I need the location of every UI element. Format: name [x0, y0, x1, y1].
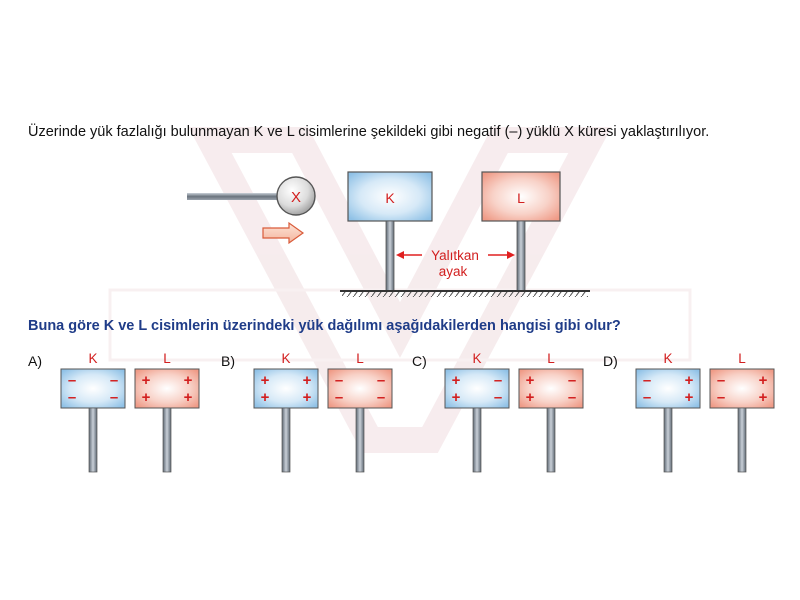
charge-sign: – — [377, 389, 385, 406]
option-plate-k-label: K — [472, 351, 481, 366]
option-d[interactable]: D)K–+–+L–+–+ — [603, 351, 775, 473]
option-plate-k-label: K — [88, 351, 97, 366]
insulator-label-line1: Yalıtkan — [431, 248, 479, 263]
charge-sign: – — [568, 372, 576, 389]
option-plate-k-label: K — [281, 351, 290, 366]
option-plate-l-label: L — [163, 351, 171, 366]
charge-sign: – — [110, 389, 118, 406]
option-plate-l-label: L — [547, 351, 555, 366]
sphere-label: X — [291, 189, 301, 206]
sphere-rod — [187, 193, 279, 200]
option-letter: D) — [603, 353, 618, 369]
option-plate-l — [518, 368, 584, 409]
option-plate-l-label: L — [356, 351, 364, 366]
answer-options: A)K––––L++++B)K++++L––––C)K+–+–L+–+–D)K–… — [28, 351, 775, 473]
charge-sign: – — [568, 389, 576, 406]
charge-sign: + — [261, 372, 270, 389]
charge-sign: + — [303, 372, 312, 389]
charge-sign: – — [377, 372, 385, 389]
option-pole-k — [281, 407, 291, 473]
charge-sign: + — [759, 372, 768, 389]
charge-sign: – — [68, 389, 76, 406]
insulator-arrowhead-right-icon — [507, 251, 515, 259]
option-pole-l — [355, 407, 365, 473]
charge-sign: – — [494, 372, 502, 389]
main-diagram: X K L Yalıtkan ayak — [187, 171, 590, 297]
option-pole-l — [162, 407, 172, 473]
charge-sign: – — [643, 389, 651, 406]
charge-sign: + — [685, 389, 694, 406]
option-pole-k — [663, 407, 673, 473]
option-b[interactable]: B)K++++L–––– — [221, 351, 393, 473]
option-plate-l — [709, 368, 775, 409]
option-pole-k — [88, 407, 98, 473]
charge-sign: – — [68, 372, 76, 389]
pole-l — [516, 220, 526, 292]
charge-sign: – — [494, 389, 502, 406]
charge-sign: – — [335, 389, 343, 406]
option-pole-l — [546, 407, 556, 473]
insulator-label-line2: ayak — [439, 264, 468, 279]
plate-k-label: K — [385, 190, 395, 206]
plate-l — [481, 171, 561, 222]
sphere-x — [276, 176, 316, 216]
charge-sign: – — [643, 372, 651, 389]
option-pole-k — [472, 407, 482, 473]
question-text: Üzerinde yük fazlalığı bulunmayan K ve L… — [28, 124, 710, 140]
option-plate-k-label: K — [663, 351, 672, 366]
option-a[interactable]: A)K––––L++++ — [28, 351, 200, 473]
charge-sign: + — [142, 372, 151, 389]
option-pole-l — [737, 407, 747, 473]
option-letter: B) — [221, 353, 235, 369]
charge-sign: + — [759, 389, 768, 406]
option-c[interactable]: C)K+–+–L+–+– — [412, 351, 584, 473]
plate-l-label: L — [517, 190, 525, 206]
charge-sign: + — [303, 389, 312, 406]
charge-sign: – — [110, 372, 118, 389]
ground-hatch — [342, 291, 588, 297]
option-letter: A) — [28, 353, 42, 369]
charge-sign: + — [261, 389, 270, 406]
charge-sign: + — [184, 389, 193, 406]
charge-sign: + — [142, 389, 151, 406]
insulator-arrowhead-left-icon — [396, 251, 404, 259]
option-plate-l-label: L — [738, 351, 746, 366]
charge-sign: + — [452, 372, 461, 389]
option-plate-k — [60, 368, 126, 409]
charge-sign: + — [452, 389, 461, 406]
option-plate-k — [444, 368, 510, 409]
charge-sign: + — [685, 372, 694, 389]
charge-sign: – — [717, 389, 725, 406]
option-letter: C) — [412, 353, 427, 369]
charge-sign: + — [526, 372, 535, 389]
charge-sign: – — [717, 372, 725, 389]
charge-sign: – — [335, 372, 343, 389]
plate-k — [347, 171, 433, 222]
option-plate-l — [134, 368, 200, 409]
charge-sign: + — [184, 372, 193, 389]
pole-k — [385, 220, 395, 292]
motion-arrow-icon — [262, 221, 305, 245]
charge-sign: + — [526, 389, 535, 406]
sub-question-text: Buna göre K ve L cisimlerin üzerindeki y… — [28, 318, 621, 334]
